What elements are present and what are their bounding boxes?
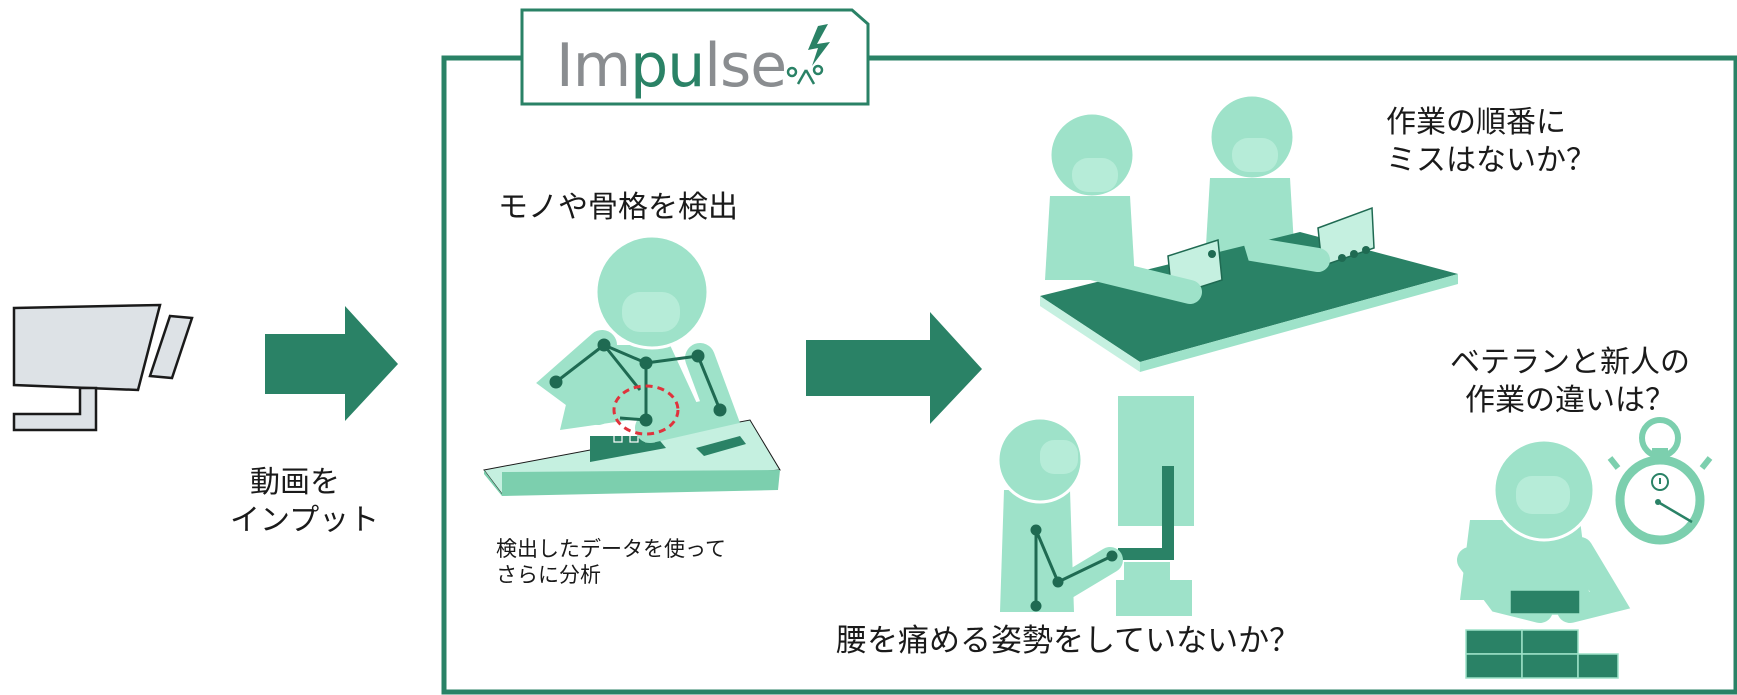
label-input-video: 動画を インプット [230, 465, 380, 538]
sprout-icon [786, 64, 824, 85]
label-detect-objects: モノや骨格を検出 [498, 190, 738, 225]
veteran-worker-figure [1457, 438, 1631, 679]
impulse-logo: Impulse [556, 24, 830, 101]
label-posture: 腰を痛める姿勢をしていないか？ [836, 623, 1301, 659]
label-work-order: 作業の順番に ミスはないか？ [1386, 105, 1596, 178]
label-analyze-data: 検出したデータを使って さらに分析 [496, 537, 726, 587]
camera-icon [12, 303, 194, 432]
posture-worker-figure [996, 396, 1194, 616]
assembly-table-figure [1040, 93, 1458, 372]
lightning-icon [808, 24, 830, 66]
detection-circle [612, 384, 680, 436]
label-veteran-newbie: ベテランと新人の 作業の違いは？ [1450, 345, 1690, 418]
arrow-1 [265, 306, 398, 421]
svg-text:Impulse: Impulse [556, 31, 786, 101]
arrow-2 [806, 312, 982, 424]
detection-worker-figure [483, 234, 781, 496]
stopwatch-icon [1607, 417, 1713, 545]
impulse-frame [441, 8, 1737, 695]
